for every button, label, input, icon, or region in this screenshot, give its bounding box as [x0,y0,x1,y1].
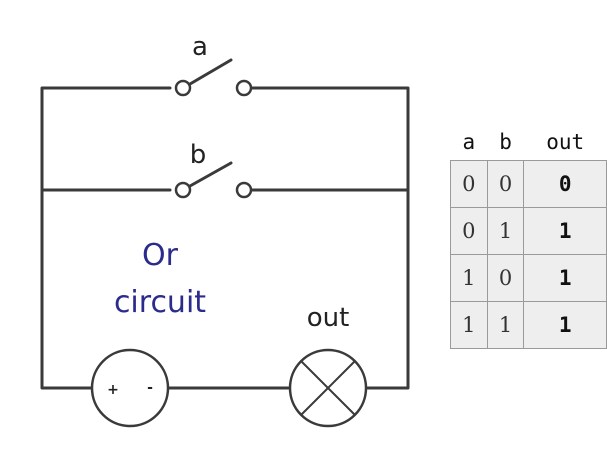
table-row: 0 0 0 [450,160,607,208]
header-b: b [499,130,512,154]
cell-out: 1 [523,207,607,255]
truth-table: a b out 0 0 0 0 1 1 1 0 1 1 1 1 [450,124,607,349]
lamp-icon [288,348,368,428]
battery-minus: - [147,380,153,396]
circuit-title-line1: Or [142,238,179,273]
battery-plus: + [107,382,119,398]
truth-table-header-row: a b out [451,124,607,161]
cell-a: 1 [450,301,488,349]
cell-b: 0 [486,254,525,302]
cell-b: 0 [486,160,525,208]
table-row: 1 0 1 [450,254,607,302]
header-a: a [462,130,476,154]
wire-top-right [250,86,410,390]
switch-b [174,161,253,199]
or-circuit-diagram: a b Or circuit + - out [40,32,410,428]
switch-a [174,58,253,97]
cell-out: 1 [523,254,607,302]
wire-top-left [40,86,172,390]
switch-b-label: b [190,140,207,170]
cell-a: 1 [450,254,488,302]
table-row: 0 1 1 [450,207,607,255]
switch-a-label: a [192,32,208,62]
cell-b: 1 [486,301,525,349]
header-out: out [546,130,585,154]
battery [90,348,170,428]
cell-out: 1 [523,301,607,349]
cell-out: 0 [523,160,607,208]
cell-a: 0 [450,207,488,255]
lamp-label: out [307,303,350,333]
cell-a: 0 [450,160,488,208]
circuit-title-line2: circuit [114,285,206,320]
table-row: 1 1 1 [450,301,607,349]
cell-b: 1 [486,207,525,255]
